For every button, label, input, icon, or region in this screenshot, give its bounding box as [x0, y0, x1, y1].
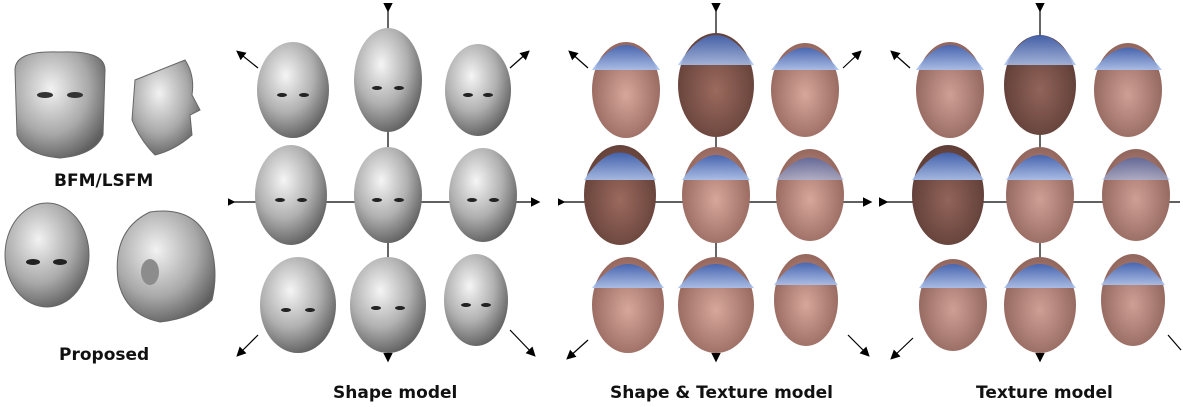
shape-texture-grid	[558, 2, 873, 363]
bfm-side-head	[131, 59, 201, 156]
shape-texture-panel: Shape & Texture model	[558, 0, 878, 407]
proposed-front-head	[4, 202, 90, 308]
bfm-label: BFM/LSFM	[54, 171, 154, 191]
texture-model-panel: Texture model	[878, 0, 1183, 407]
comparison-heads	[4, 51, 216, 323]
proposed-side-head	[116, 210, 216, 323]
texture-grid	[878, 2, 1182, 363]
comparison-panel: BFM/LSFM Proposed	[0, 0, 230, 407]
shape-model-grid	[228, 2, 541, 363]
bfm-front-head	[14, 51, 106, 159]
shape-model-panel: Shape model	[228, 0, 558, 407]
proposed-label: Proposed	[59, 345, 150, 365]
texture-model-label: Texture model	[976, 383, 1113, 403]
shape-texture-heads	[584, 33, 844, 353]
shape-model-label: Shape model	[333, 383, 458, 403]
texture-heads	[912, 35, 1170, 353]
shape-heads	[255, 28, 517, 353]
shape-texture-label: Shape & Texture model	[610, 383, 833, 403]
